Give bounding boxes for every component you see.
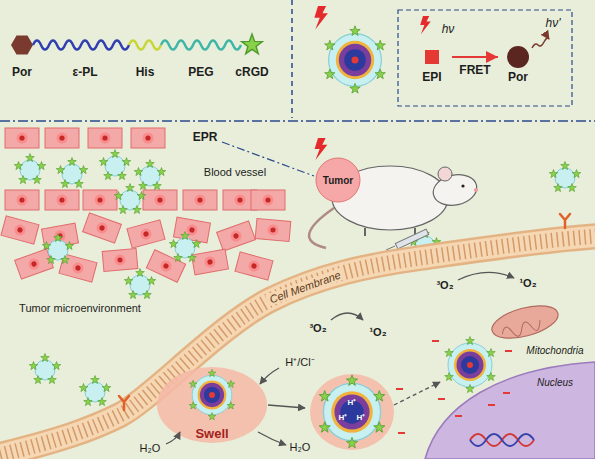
- region-label: Blood vessel: [204, 166, 266, 178]
- organelle-label: Nucleus: [537, 377, 573, 388]
- receptor: [119, 396, 129, 410]
- oxygen-label: ³O₂: [436, 279, 453, 291]
- histidine-chain: [129, 41, 161, 50]
- tissue-cells: [1, 128, 291, 282]
- emission-arrow: [532, 38, 549, 48]
- released-drug: [396, 340, 512, 434]
- loaded-nanoparticle: [189, 369, 235, 419]
- water-label: H₂O: [140, 442, 161, 454]
- loaded-nanoparticle: [445, 337, 496, 393]
- mouse: [309, 166, 480, 250]
- process-label: Swell: [195, 427, 228, 441]
- photon-label: hν': [546, 17, 561, 30]
- node-label: Por: [508, 69, 528, 84]
- component-label: His: [136, 66, 155, 79]
- porphyrin-hexagon: [11, 36, 33, 55]
- swelling-halo: [310, 374, 394, 450]
- effect-label: EPR: [193, 131, 218, 144]
- crgd-star: [242, 34, 263, 53]
- fret-arrow: [452, 56, 498, 58]
- loaded-nanoparticle: [325, 26, 386, 93]
- divider-line: [0, 120, 595, 122]
- component-label: ε-PL: [72, 66, 97, 79]
- region-label: Cell Membrane: [265, 268, 345, 307]
- component-label: cRGD: [235, 66, 268, 79]
- swelling-halo: [157, 367, 267, 443]
- inset-frame: [398, 10, 572, 106]
- drug-dot: [209, 392, 215, 398]
- acceptor-node: Por: [498, 45, 538, 84]
- polymer-chain: [11, 34, 262, 54]
- node-label: EPI: [422, 69, 441, 84]
- light-bolt: [314, 6, 328, 29]
- proton-label: H⁺: [348, 399, 357, 408]
- peg-chain: [161, 41, 241, 50]
- acceptor-circle: [507, 46, 529, 68]
- donor-square: [425, 50, 439, 64]
- oxygen-label: ³O₂: [309, 322, 326, 334]
- proton-label: H⁺: [357, 414, 366, 423]
- process-arrows: [166, 272, 514, 445]
- region-label: Tumor: [323, 175, 353, 186]
- oxygen-label: ¹O₂: [519, 277, 536, 289]
- acceptor-circle-holder: [498, 45, 538, 69]
- divider-line: [291, 0, 293, 118]
- mitochondria: [489, 300, 562, 345]
- light-bolt: [315, 138, 328, 160]
- receptor: [560, 214, 570, 228]
- proton-label: H⁺: [339, 414, 348, 423]
- organelle-label: Mitochondria: [526, 345, 583, 356]
- light-bolt: [420, 16, 431, 34]
- drug-dot: [467, 362, 473, 368]
- component-label: Por: [12, 66, 32, 79]
- drug-dot: [352, 57, 359, 64]
- oxygen-label: ¹O₂: [369, 326, 386, 338]
- donor-square-holder: [412, 45, 452, 69]
- polylysine-chain: [33, 41, 129, 50]
- photon-label: hν: [442, 23, 455, 36]
- tumor-site: [316, 158, 360, 202]
- ion-label: H⁺/Cl⁻: [285, 356, 314, 368]
- component-label: PEG: [188, 66, 213, 79]
- donor-node: EPI: [412, 45, 452, 84]
- loaded-nanoparticle: [319, 375, 385, 448]
- water-label: H₂O: [290, 441, 311, 453]
- region-label: Tumor microenvironment: [19, 302, 141, 314]
- edge-label: FRET: [459, 64, 490, 77]
